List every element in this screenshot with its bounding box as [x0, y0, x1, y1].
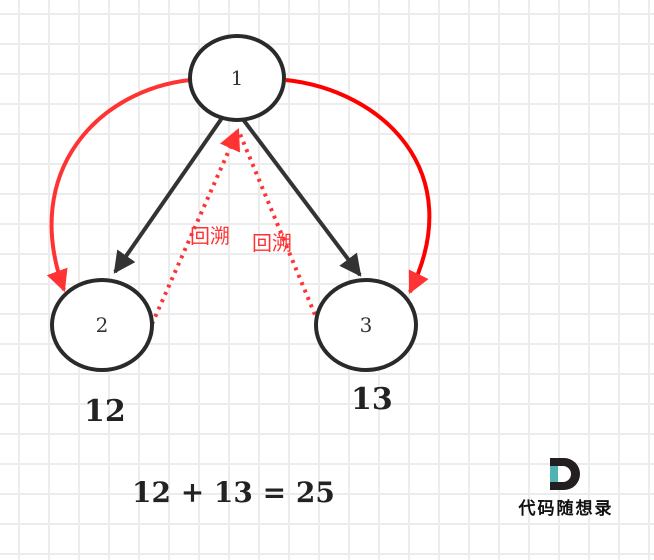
- right-path-sum: 13: [351, 382, 393, 417]
- logo-d-icon: [550, 458, 582, 490]
- node-3-label: 3: [360, 313, 373, 337]
- backtrack-right-label: 回溯: [252, 231, 292, 255]
- node-2: [50, 278, 154, 372]
- left-path-sum: 12: [84, 394, 126, 429]
- node-1: [188, 34, 286, 122]
- red-curve-right: [285, 78, 432, 294]
- node-2-label: 2: [96, 313, 109, 337]
- logo: 代码随想录: [506, 458, 626, 519]
- backtrack-right-line: [238, 133, 320, 323]
- node-1-label: 1: [231, 66, 244, 90]
- backtrack-left-line: [150, 127, 241, 325]
- logo-text: 代码随想录: [518, 499, 614, 519]
- node-3: [314, 278, 418, 372]
- edge-1-to-3: [240, 116, 362, 277]
- backtrack-left-label: 回溯: [190, 224, 230, 248]
- sum-equation: 12 + 13 = 25: [132, 476, 335, 509]
- red-curve-left: [46, 78, 191, 293]
- edge-1-to-2: [113, 116, 224, 274]
